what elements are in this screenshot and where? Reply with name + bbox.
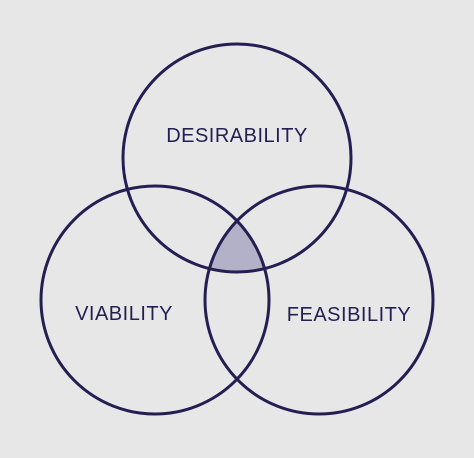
viability-circle [39,184,271,416]
desirability-circle [121,42,353,274]
desirability-label: DESIRABILITY [166,125,308,147]
feasibility-circle [203,184,435,416]
viability-label: VIABILITY [75,303,173,325]
feasibility-label: FEASIBILITY [287,304,411,326]
